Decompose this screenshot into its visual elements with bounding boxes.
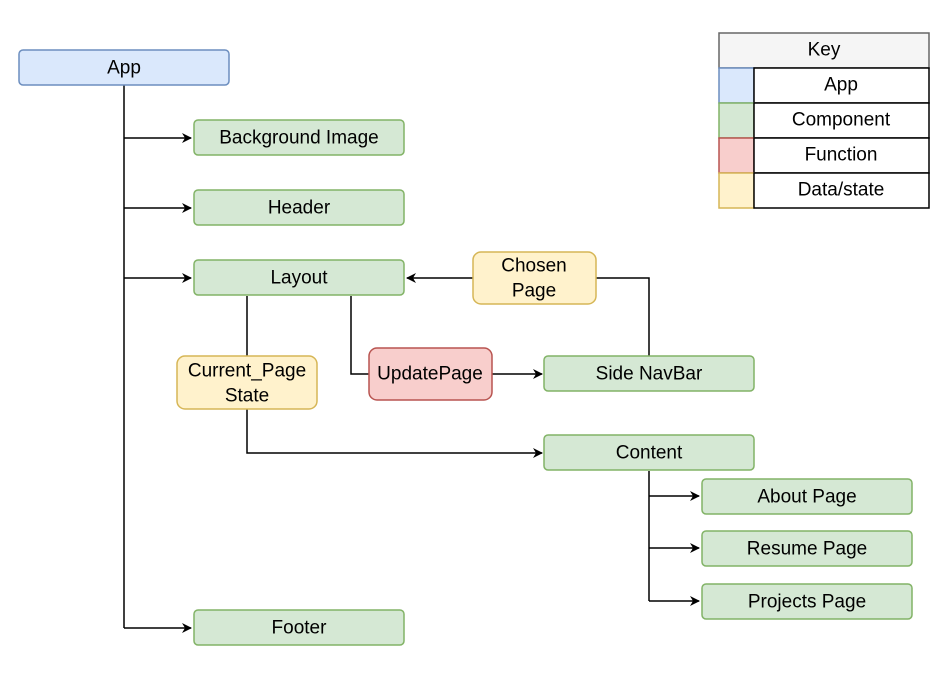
background-image-node: Background Image xyxy=(193,119,405,156)
key-swatch-function xyxy=(718,137,755,174)
resume-page-node-label: Resume Page xyxy=(747,539,867,560)
key-cell-app xyxy=(753,67,930,104)
content-node-label: Content xyxy=(616,443,683,464)
layout-node-label: Layout xyxy=(270,268,328,289)
key-swatch-data-state xyxy=(718,172,755,209)
content-node: Content xyxy=(543,434,755,471)
key-label-function: Function xyxy=(805,145,878,166)
chosen-page-node: Chosen Page xyxy=(472,251,597,305)
key-label-component: Component xyxy=(792,110,891,131)
footer-node-label: Footer xyxy=(272,618,328,639)
resume-page-node: Resume Page xyxy=(701,530,913,567)
layout-to-update-page-line xyxy=(350,296,370,375)
projects-page-node: Projects Page xyxy=(701,583,913,620)
update-page-node: UpdatePage xyxy=(368,347,493,401)
current-page-state-label-line2: State xyxy=(225,386,269,407)
about-page-node-label: About Page xyxy=(757,487,856,508)
side-navbar-node-label: Side NavBar xyxy=(596,364,703,385)
projects-page-node-label: Projects Page xyxy=(748,592,866,613)
layout-to-content-arrow xyxy=(246,296,543,458)
header-node-label: Header xyxy=(268,198,331,219)
background-image-node-label: Background Image xyxy=(219,128,379,149)
key-cell-data-state xyxy=(753,172,930,209)
chosen-page-label-line2: Page xyxy=(512,281,556,302)
key-label-data-state: Data/state xyxy=(798,180,885,201)
key-swatch-component xyxy=(718,102,755,139)
side-navbar-node: Side NavBar xyxy=(543,355,755,392)
key-cell-function xyxy=(753,137,930,174)
key-label-app: App xyxy=(824,75,858,96)
about-page-node: About Page xyxy=(701,478,913,515)
current-page-state-label-line1: Current_Page xyxy=(188,361,306,382)
current-page-state-node: Current_Page State xyxy=(176,355,318,410)
header-node: Header xyxy=(193,189,405,226)
key-swatch-app xyxy=(718,67,755,104)
app-node: App xyxy=(18,49,230,86)
update-page-node-label: UpdatePage xyxy=(377,364,483,385)
app-node-label: App xyxy=(107,58,141,79)
chosen-page-label-line1: Chosen xyxy=(501,256,567,277)
connectors xyxy=(123,85,700,633)
layout-node: Layout xyxy=(193,259,405,296)
key-legend: Key App Component Function Data/state xyxy=(718,32,930,209)
footer-node: Footer xyxy=(193,609,405,646)
key-title: Key xyxy=(808,40,841,61)
